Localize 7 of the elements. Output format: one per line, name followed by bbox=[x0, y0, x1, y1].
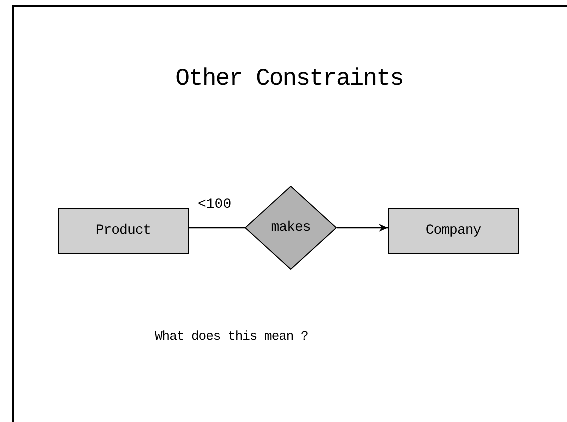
entity-name: Company bbox=[426, 222, 482, 240]
title: Other Constraints bbox=[174, 65, 404, 95]
relationship-name: makes bbox=[271, 218, 311, 238]
note-text: What does this mean ? bbox=[155, 328, 308, 346]
connector-line bbox=[189, 227, 245, 229]
arrow bbox=[337, 224, 388, 232]
entity-name: Product bbox=[96, 222, 152, 240]
